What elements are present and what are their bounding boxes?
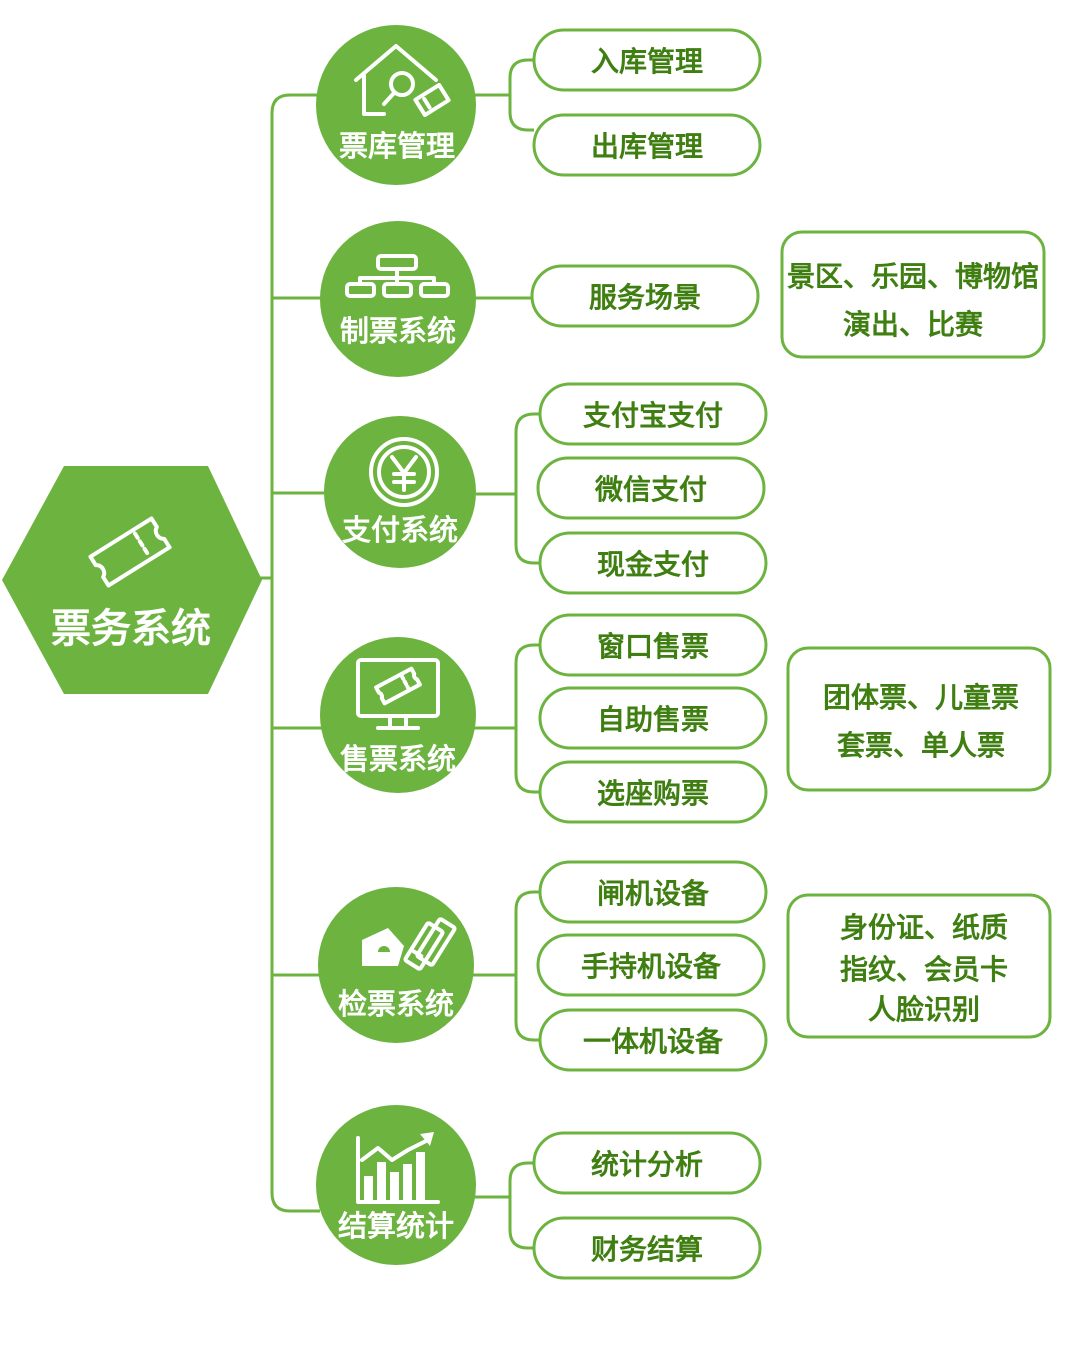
item-alipay: 支付宝支付 bbox=[538, 382, 768, 446]
note-line: 人脸识别 bbox=[868, 993, 980, 1026]
item-label: 财务结算 bbox=[591, 1233, 703, 1266]
item-label: 入库管理 bbox=[591, 45, 703, 78]
item-financial-settlement: 财务结算 bbox=[532, 1216, 762, 1280]
house-search-ticket-icon bbox=[354, 44, 451, 118]
item-wechat-pay: 微信支付 bbox=[536, 456, 766, 520]
item-gate-device: 闸机设备 bbox=[538, 860, 768, 924]
branch-ticket-selling: 售票系统 窗口售票 自助售票 选座购票 团体票、儿童票 套票、单人票 bbox=[320, 613, 1052, 824]
item-seat-select-purchase: 选座购票 bbox=[538, 760, 768, 824]
branch-ticket-making: 制票系统 服务场景 景区、乐园、博物馆 演出、比赛 bbox=[320, 221, 1046, 377]
item-label: 一体机设备 bbox=[583, 1025, 724, 1058]
branch-connector bbox=[474, 643, 540, 794]
branch-label: 票库管理 bbox=[339, 129, 455, 163]
root-label: 票务系统 bbox=[51, 606, 211, 652]
item-handheld-device: 手持机设备 bbox=[536, 933, 766, 997]
branch-payment: 支付系统 支付宝支付 微信支付 现金支付 bbox=[324, 382, 768, 595]
root-hexagon bbox=[2, 466, 262, 694]
ticket-icon bbox=[88, 516, 172, 588]
hierarchy-icon bbox=[345, 254, 450, 298]
branch-label: 制票系统 bbox=[340, 314, 456, 348]
note-scenes: 景区、乐园、博物馆 演出、比赛 bbox=[780, 230, 1046, 359]
item-label: 服务场景 bbox=[589, 281, 701, 314]
branch-label: 检票系统 bbox=[338, 987, 454, 1021]
item-label: 现金支付 bbox=[597, 548, 709, 581]
item-label: 统计分析 bbox=[591, 1148, 703, 1181]
branch-ticket-checking: 检票系统 闸机设备 手持机设备 一体机设备 身份证、纸质 指纹、会员卡 人脸识别 bbox=[318, 860, 1052, 1072]
branch-circle bbox=[324, 416, 476, 568]
trunk-connector bbox=[258, 93, 326, 1213]
item-service-scene: 服务场景 bbox=[530, 264, 760, 328]
item-label: 窗口售票 bbox=[597, 630, 709, 663]
branch-circle bbox=[320, 221, 476, 377]
branch-connector bbox=[474, 58, 534, 132]
root-node: 票务系统 bbox=[2, 466, 262, 694]
branch-connector bbox=[476, 412, 540, 565]
branch-ticket-inventory: 票库管理 入库管理 出库管理 bbox=[316, 25, 762, 185]
note-line: 景区、乐园、博物馆 bbox=[787, 260, 1039, 293]
item-all-in-one-device: 一体机设备 bbox=[538, 1008, 768, 1072]
item-label: 选座购票 bbox=[597, 777, 709, 810]
item-self-service-sale: 自助售票 bbox=[538, 686, 768, 750]
note-check-methods: 身份证、纸质 指纹、会员卡 人脸识别 bbox=[786, 893, 1052, 1039]
item-stock-out: 出库管理 bbox=[532, 113, 762, 177]
monitor-ticket-icon bbox=[356, 658, 440, 730]
note-ticket-types: 团体票、儿童票 套票、单人票 bbox=[786, 646, 1052, 792]
item-label: 手持机设备 bbox=[581, 950, 722, 983]
branch-label: 结算统计 bbox=[338, 1209, 454, 1243]
note-line: 身份证、纸质 bbox=[840, 911, 1008, 944]
branch-connector bbox=[472, 1161, 534, 1250]
item-label: 出库管理 bbox=[591, 130, 703, 163]
yuan-coin-icon bbox=[369, 437, 439, 507]
item-label: 自助售票 bbox=[597, 703, 709, 736]
branch-settlement-statistics: 结算统计 统计分析 财务结算 bbox=[316, 1105, 762, 1280]
branch-circle bbox=[316, 25, 476, 185]
item-label: 支付宝支付 bbox=[583, 399, 723, 432]
branch-label: 售票系统 bbox=[340, 742, 456, 776]
item-label: 微信支付 bbox=[594, 473, 707, 506]
branch-label: 支付系统 bbox=[342, 513, 458, 547]
bar-chart-trend-icon bbox=[356, 1132, 440, 1204]
item-stock-in: 入库管理 bbox=[532, 28, 762, 92]
note-line: 套票、单人票 bbox=[837, 729, 1005, 762]
item-label: 闸机设备 bbox=[597, 877, 710, 910]
ticket-scan-icon bbox=[362, 917, 457, 971]
item-statistical-analysis: 统计分析 bbox=[532, 1131, 762, 1195]
note-line: 演出、比赛 bbox=[843, 308, 984, 341]
item-window-sale: 窗口售票 bbox=[538, 613, 768, 677]
item-cash-pay: 现金支付 bbox=[538, 531, 768, 595]
note-line: 指纹、会员卡 bbox=[840, 953, 1008, 986]
branch-connector bbox=[472, 890, 540, 1042]
note-line: 团体票、儿童票 bbox=[823, 681, 1019, 714]
